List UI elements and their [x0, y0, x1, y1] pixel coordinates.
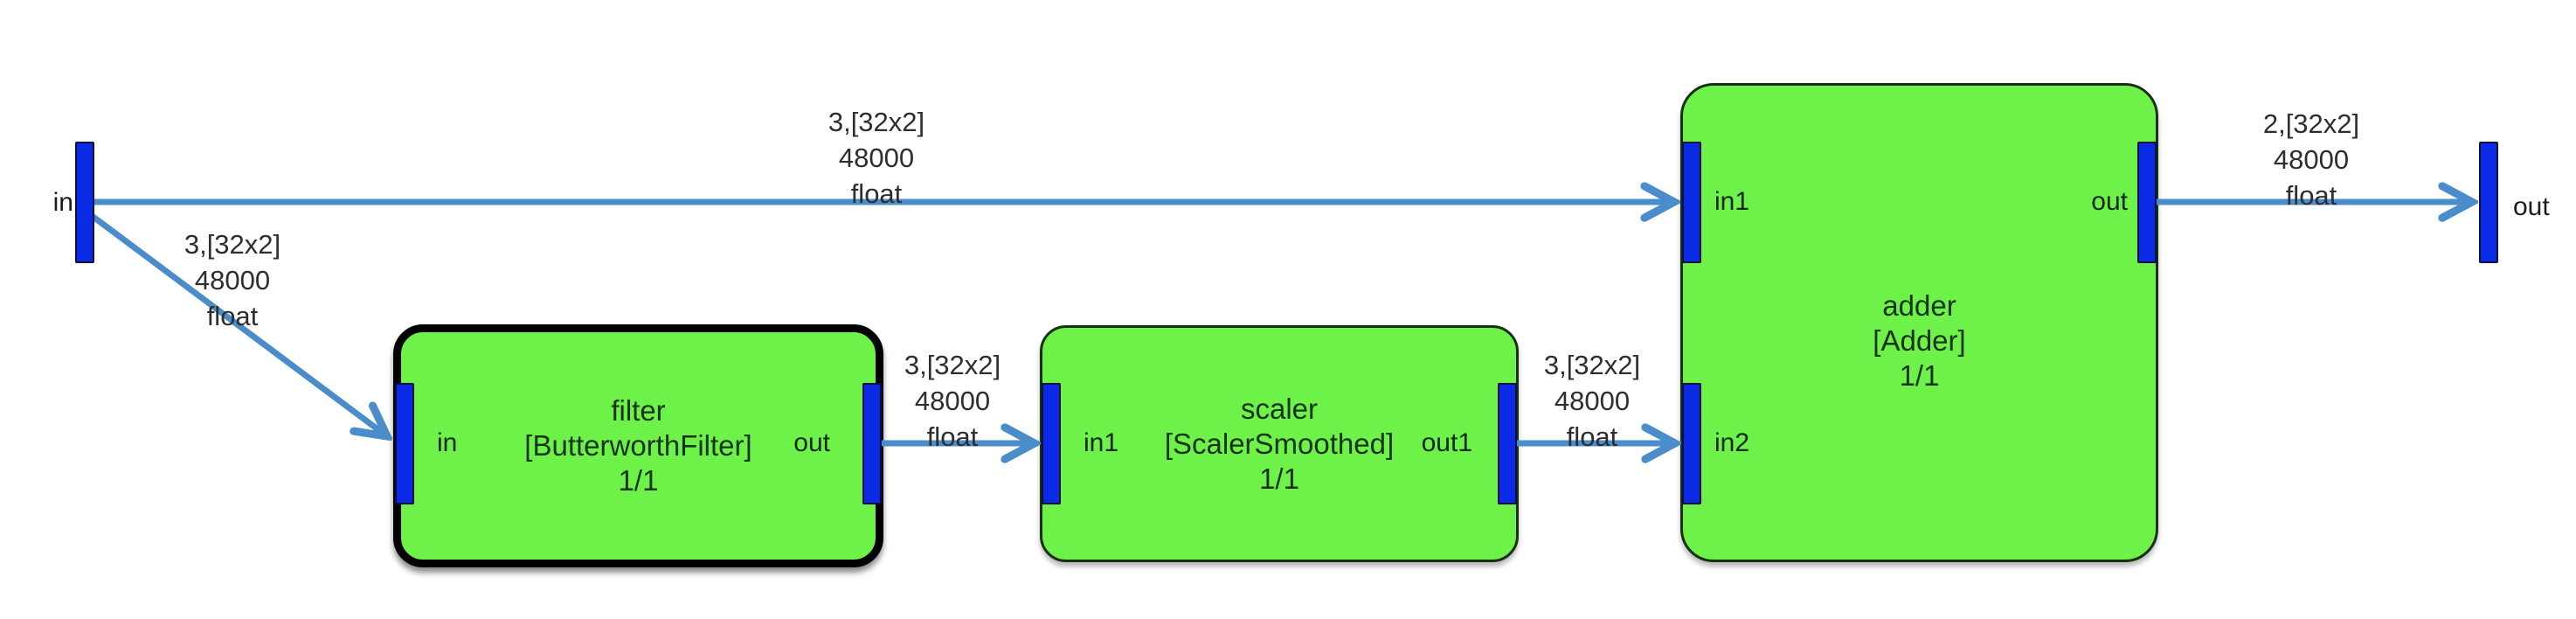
edge-label-line: 48000: [2273, 144, 2350, 175]
edge-label: 3,[32x2] 48000 float: [1461, 347, 1723, 455]
block-scaler-label: scaler [ScalerSmoothed] 1/1: [1042, 328, 1516, 560]
edge-label-line: 48000: [914, 386, 991, 416]
edge-label-line: float: [1566, 421, 1618, 452]
source-port-label: in: [52, 188, 73, 217]
port-filter-out-label: out: [793, 428, 830, 457]
edge-label-line: 3,[32x2]: [828, 107, 925, 137]
edge-label-line: 2,[32x2]: [2262, 108, 2360, 139]
port-filter-in-label: in: [437, 428, 458, 457]
edge-label-line: 48000: [1554, 386, 1631, 416]
port-adder-in2[interactable]: [1682, 383, 1701, 504]
sink-port[interactable]: [2479, 142, 2498, 263]
port-scaler-out1-label: out1: [1421, 428, 1472, 457]
block-adder-label: adder [Adder] 1/1: [1683, 104, 2156, 578]
block-adder[interactable]: adder [Adder] 1/1: [1680, 83, 2158, 562]
block-ratio: 1/1: [618, 464, 659, 497]
block-name: adder: [1882, 289, 1956, 322]
edge-label-line: 3,[32x2]: [1543, 350, 1641, 380]
edge-label: 3,[32x2] 48000 float: [821, 347, 1084, 455]
edge-label-line: 48000: [194, 265, 271, 296]
edge-label-line: float: [2285, 180, 2337, 211]
edge-label: 3,[32x2] 48000 float: [745, 104, 1008, 212]
block-ratio: 1/1: [1259, 462, 1299, 495]
block-ratio: 1/1: [1899, 359, 1940, 392]
port-scaler-in1[interactable]: [1042, 383, 1061, 504]
edge-label-line: 48000: [838, 143, 915, 173]
block-type: [ButterworthFilter]: [524, 429, 752, 462]
edge-label-line: 3,[32x2]: [184, 229, 281, 260]
port-adder-in1[interactable]: [1682, 142, 1701, 263]
block-type: [ScalerSmoothed]: [1164, 427, 1395, 460]
block-filter-label: filter [ButterworthFilter] 1/1: [401, 332, 876, 560]
edge-label-line: float: [206, 301, 259, 331]
edge-label-line: float: [850, 178, 903, 209]
edge-label: 3,[32x2] 48000 float: [101, 226, 364, 334]
block-name: scaler: [1240, 392, 1319, 425]
port-adder-in2-label: in2: [1714, 428, 1750, 457]
port-adder-out-label: out: [2091, 187, 2128, 216]
edge-label-line: 3,[32x2]: [904, 350, 1001, 380]
edge-label-line: float: [926, 421, 979, 452]
port-scaler-in1-label: in1: [1084, 428, 1119, 457]
block-name: filter: [611, 394, 666, 427]
source-port[interactable]: [75, 142, 94, 263]
block-scaler[interactable]: scaler [ScalerSmoothed] 1/1: [1040, 325, 1519, 562]
sink-port-label: out: [2513, 192, 2550, 221]
port-adder-out[interactable]: [2137, 142, 2157, 263]
block-filter[interactable]: filter [ButterworthFilter] 1/1: [393, 324, 883, 567]
block-type: [Adder]: [1873, 324, 1966, 357]
edge-label: 2,[32x2] 48000 float: [2180, 106, 2442, 213]
port-adder-in1-label: in1: [1714, 187, 1750, 216]
port-filter-in[interactable]: [395, 383, 414, 504]
